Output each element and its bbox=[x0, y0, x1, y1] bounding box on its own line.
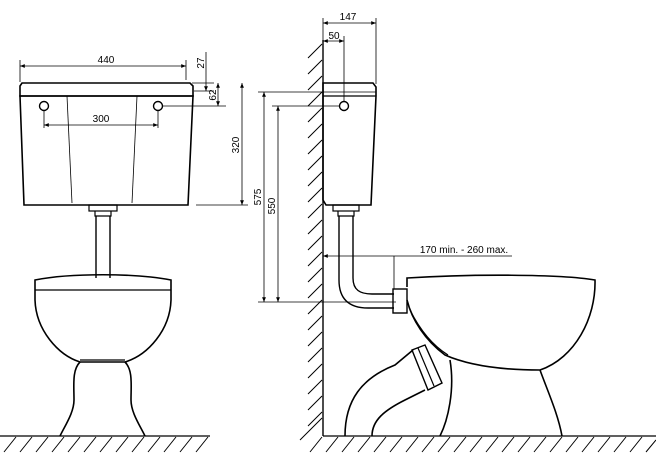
inlet-hole-side bbox=[338, 100, 350, 112]
dimension-label-170-260: 170 min. - 260 max. bbox=[420, 245, 508, 256]
cistern-side bbox=[322, 82, 377, 206]
cistern-panel-line-right bbox=[131, 95, 138, 204]
dimension-label-440: 440 bbox=[98, 55, 115, 66]
bowl-side bbox=[406, 274, 596, 437]
flush-connector-side bbox=[332, 204, 360, 212]
dimension-label-575: 575 bbox=[253, 188, 264, 205]
side-view: 147 50 575 550 170 min. - 260 max. bbox=[253, 12, 656, 453]
flush-collar-side bbox=[337, 211, 355, 217]
pipe-inlet-cap bbox=[392, 288, 408, 314]
cistern-lid bbox=[19, 82, 194, 97]
dimension-label-27: 27 bbox=[196, 57, 207, 69]
dimension-label-62: 62 bbox=[208, 89, 219, 101]
bowl-inner-contour bbox=[409, 309, 449, 356]
dimension-label-300: 300 bbox=[93, 114, 110, 125]
flush-pipe bbox=[95, 216, 111, 278]
front-view: 440 27 62 300 320 bbox=[0, 52, 248, 453]
bowl-front bbox=[34, 273, 172, 363]
flush-collar bbox=[94, 211, 112, 217]
cistern-panel-line-left bbox=[66, 95, 73, 204]
dimension-label-550: 550 bbox=[267, 197, 278, 214]
flush-pipe-side bbox=[338, 216, 394, 309]
outlet-connector bbox=[411, 344, 443, 391]
wall-hatch bbox=[299, 43, 323, 441]
inlet-hole-left bbox=[38, 100, 50, 112]
inlet-hole-right bbox=[152, 100, 164, 112]
floor-hatch-front bbox=[3, 436, 209, 453]
trap-outlet bbox=[344, 349, 453, 437]
pedestal-front bbox=[59, 361, 146, 437]
floor-hatch-side bbox=[309, 436, 656, 453]
dimension-label-147: 147 bbox=[340, 12, 357, 23]
cistern-body bbox=[19, 95, 194, 206]
dimension-label-50: 50 bbox=[328, 31, 340, 42]
flush-connector bbox=[88, 204, 118, 212]
dimension-label-320: 320 bbox=[231, 136, 242, 153]
